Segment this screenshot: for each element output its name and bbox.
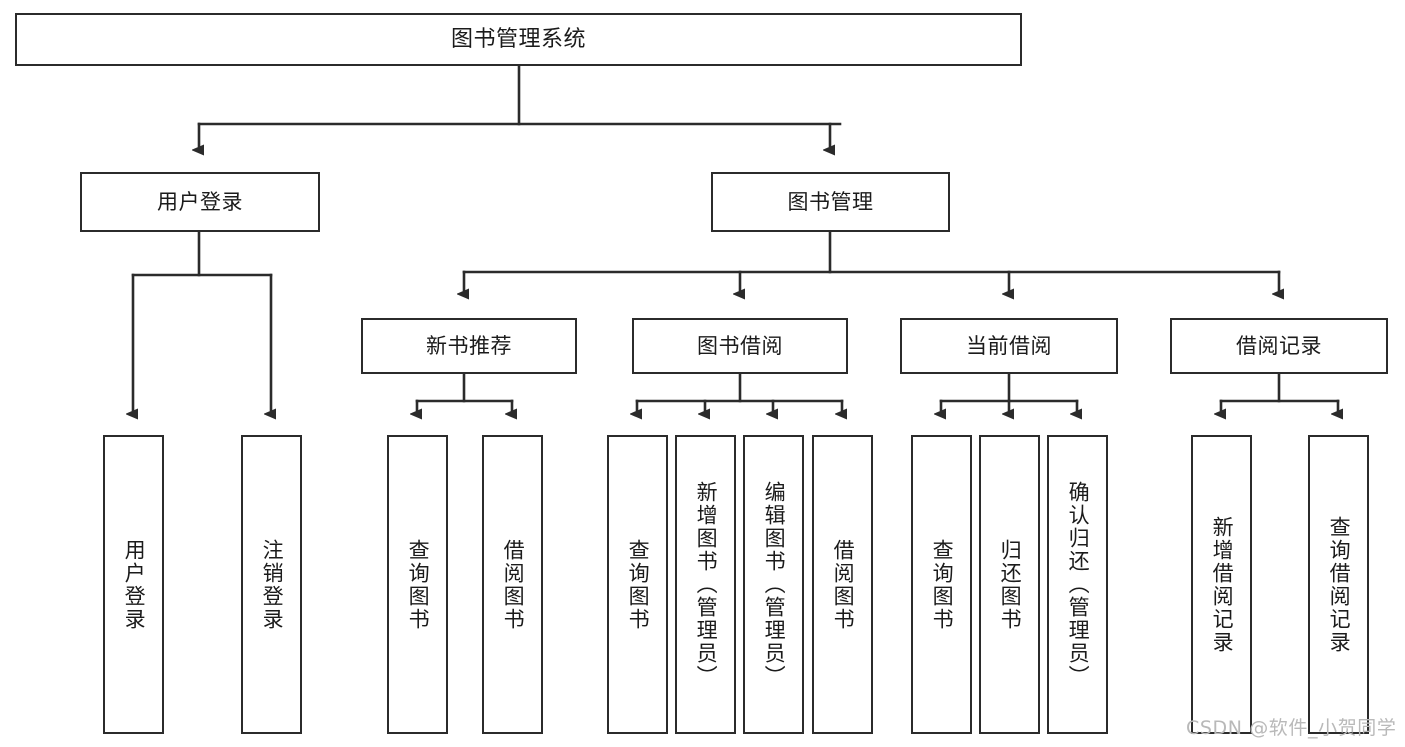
node-leaf-confirm-return[interactable]: 确认归还（管理员） bbox=[1047, 435, 1108, 734]
node-leaf-query-book-2-label: 查询图书 bbox=[626, 538, 651, 631]
node-leaf-borrow-book-1[interactable]: 借阅图书 bbox=[482, 435, 543, 734]
node-book-manage-label: 图书管理 bbox=[787, 189, 874, 214]
node-root[interactable]: 图书管理系统 bbox=[15, 13, 1022, 66]
node-leaf-query-record[interactable]: 查询借阅记录 bbox=[1308, 435, 1369, 734]
node-leaf-add-book[interactable]: 新增图书（管理员） bbox=[675, 435, 736, 734]
node-current-borrow[interactable]: 当前借阅 bbox=[900, 318, 1118, 374]
node-leaf-query-book-1-label: 查询图书 bbox=[406, 538, 431, 631]
node-new-book-recommend-label: 新书推荐 bbox=[426, 333, 512, 358]
node-leaf-user-login[interactable]: 用户登录 bbox=[103, 435, 164, 734]
node-leaf-borrow-book-2[interactable]: 借阅图书 bbox=[812, 435, 873, 734]
node-user-login-label: 用户登录 bbox=[157, 189, 243, 214]
node-current-borrow-label: 当前借阅 bbox=[966, 333, 1052, 358]
node-leaf-logout[interactable]: 注销登录 bbox=[241, 435, 302, 734]
node-borrow-record[interactable]: 借阅记录 bbox=[1170, 318, 1388, 374]
node-leaf-return-book[interactable]: 归还图书 bbox=[979, 435, 1040, 734]
node-new-book-recommend[interactable]: 新书推荐 bbox=[361, 318, 577, 374]
node-leaf-add-record[interactable]: 新增借阅记录 bbox=[1191, 435, 1252, 734]
node-leaf-add-book-label: 新增图书（管理员） bbox=[694, 481, 719, 688]
node-book-manage[interactable]: 图书管理 bbox=[711, 172, 950, 232]
node-leaf-edit-book-label: 编辑图书（管理员） bbox=[762, 481, 787, 688]
node-book-borrow[interactable]: 图书借阅 bbox=[632, 318, 848, 374]
node-leaf-query-book-3[interactable]: 查询图书 bbox=[911, 435, 972, 734]
node-leaf-confirm-return-label: 确认归还（管理员） bbox=[1066, 481, 1091, 688]
node-leaf-logout-label: 注销登录 bbox=[260, 538, 285, 631]
node-leaf-query-book-2[interactable]: 查询图书 bbox=[607, 435, 668, 734]
node-book-borrow-label: 图书借阅 bbox=[697, 333, 783, 358]
node-borrow-record-label: 借阅记录 bbox=[1236, 333, 1322, 358]
node-leaf-edit-book[interactable]: 编辑图书（管理员） bbox=[743, 435, 804, 734]
node-leaf-borrow-book-1-label: 借阅图书 bbox=[501, 538, 526, 631]
node-leaf-user-login-label: 用户登录 bbox=[122, 538, 147, 631]
node-root-label: 图书管理系统 bbox=[450, 26, 586, 52]
node-leaf-query-record-label: 查询借阅记录 bbox=[1327, 515, 1352, 654]
node-leaf-query-book-1[interactable]: 查询图书 bbox=[387, 435, 448, 734]
node-leaf-add-record-label: 新增借阅记录 bbox=[1210, 515, 1235, 654]
node-leaf-return-book-label: 归还图书 bbox=[998, 538, 1023, 631]
node-user-login[interactable]: 用户登录 bbox=[80, 172, 320, 232]
node-leaf-query-book-3-label: 查询图书 bbox=[930, 538, 955, 631]
node-leaf-borrow-book-2-label: 借阅图书 bbox=[831, 538, 856, 631]
